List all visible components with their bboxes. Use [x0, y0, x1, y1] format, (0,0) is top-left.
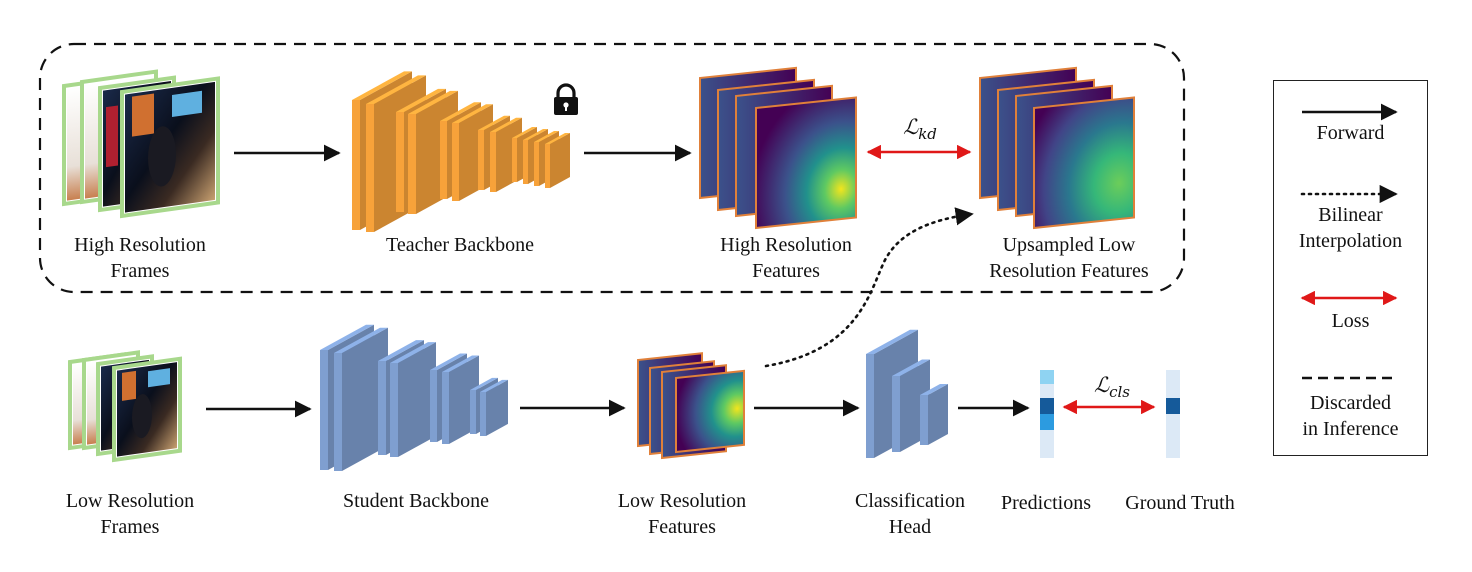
student-layer: [378, 361, 386, 455]
teacher-layer: [534, 142, 539, 186]
cls-loss-label: ℒcls: [1093, 373, 1131, 402]
predictions-vector: [1040, 370, 1054, 458]
teacher-layer: [512, 127, 537, 138]
teacher-layer: [545, 144, 550, 188]
low-resolution-features: [637, 352, 745, 460]
student-layer: [320, 350, 328, 470]
student-layer: [334, 353, 342, 471]
head-layer: [892, 359, 930, 376]
teacher-layer: [523, 140, 528, 184]
upsampled-low-resolution-features: [979, 66, 1135, 230]
teacher-layer: [408, 90, 458, 114]
student-backbone: [320, 324, 508, 471]
student-layer: [470, 377, 498, 390]
student-backbone-label: Student Backbone: [342, 490, 490, 512]
teacher-layer: [490, 117, 522, 132]
high-resolution-features: [699, 66, 857, 230]
head-layer: [920, 395, 928, 445]
student-layer: [430, 370, 437, 442]
head-layer: [920, 384, 948, 395]
student-layer: [486, 379, 508, 436]
ground-truth-label: Ground Truth: [1125, 492, 1235, 514]
student-layer: [320, 324, 374, 350]
teacher-backbone: [352, 71, 570, 233]
high-resolution-frames: [62, 69, 220, 219]
classification-head: [866, 329, 948, 458]
head-layer: [892, 376, 900, 452]
student-layer: [442, 372, 449, 444]
student-layer: [390, 363, 398, 457]
student-layer: [430, 353, 467, 370]
student-layer: [480, 379, 508, 392]
student-layer: [334, 327, 388, 353]
student-layer: [342, 327, 388, 471]
teacher-layer: [534, 131, 559, 142]
teacher-layer: [478, 130, 484, 190]
low-resolution-frames: [68, 350, 182, 463]
teacher-layer: [452, 123, 459, 201]
teacher-layer: [523, 129, 548, 140]
teacher-layer: [440, 121, 447, 199]
teacher-layer: [352, 100, 360, 230]
student-layer: [378, 340, 424, 361]
student-layer: [398, 342, 436, 457]
teacher-layer: [396, 88, 446, 112]
legend-forward-label: Forward: [1316, 122, 1385, 144]
teacher-layer: [490, 132, 496, 192]
teacher-layer: [512, 138, 517, 182]
ground-truth-vector: [1166, 370, 1180, 458]
predictions-label: Predictions: [1001, 492, 1091, 514]
student-layer: [442, 355, 479, 372]
legend-box: [1273, 80, 1428, 456]
head-layer: [866, 354, 874, 458]
student-layer: [480, 392, 486, 436]
teacher-layer: [452, 104, 493, 123]
teacher-layer: [440, 102, 481, 121]
bilinear-interpolation-arrow: [764, 207, 974, 368]
legend-loss-label: Loss: [1331, 310, 1370, 332]
kd-loss-label: ℒkd: [903, 115, 937, 144]
student-layer: [390, 342, 436, 363]
teacher-layer: [478, 115, 510, 130]
teacher-layer: [550, 133, 570, 188]
student-layer: [470, 390, 476, 434]
teacher-layer: [545, 133, 570, 144]
discarded-region: [38, 42, 1186, 294]
teacher-layer: [396, 112, 404, 212]
teacher-layer: [352, 71, 412, 100]
teacher-layer: [408, 114, 416, 214]
teacher-layer: [366, 104, 374, 232]
teacher-backbone-label: Teacher Backbone: [386, 234, 534, 256]
head-layer: [928, 384, 948, 445]
teacher-layer: [366, 75, 426, 104]
lock-icon: [554, 83, 578, 115]
head-layer: [866, 329, 918, 354]
